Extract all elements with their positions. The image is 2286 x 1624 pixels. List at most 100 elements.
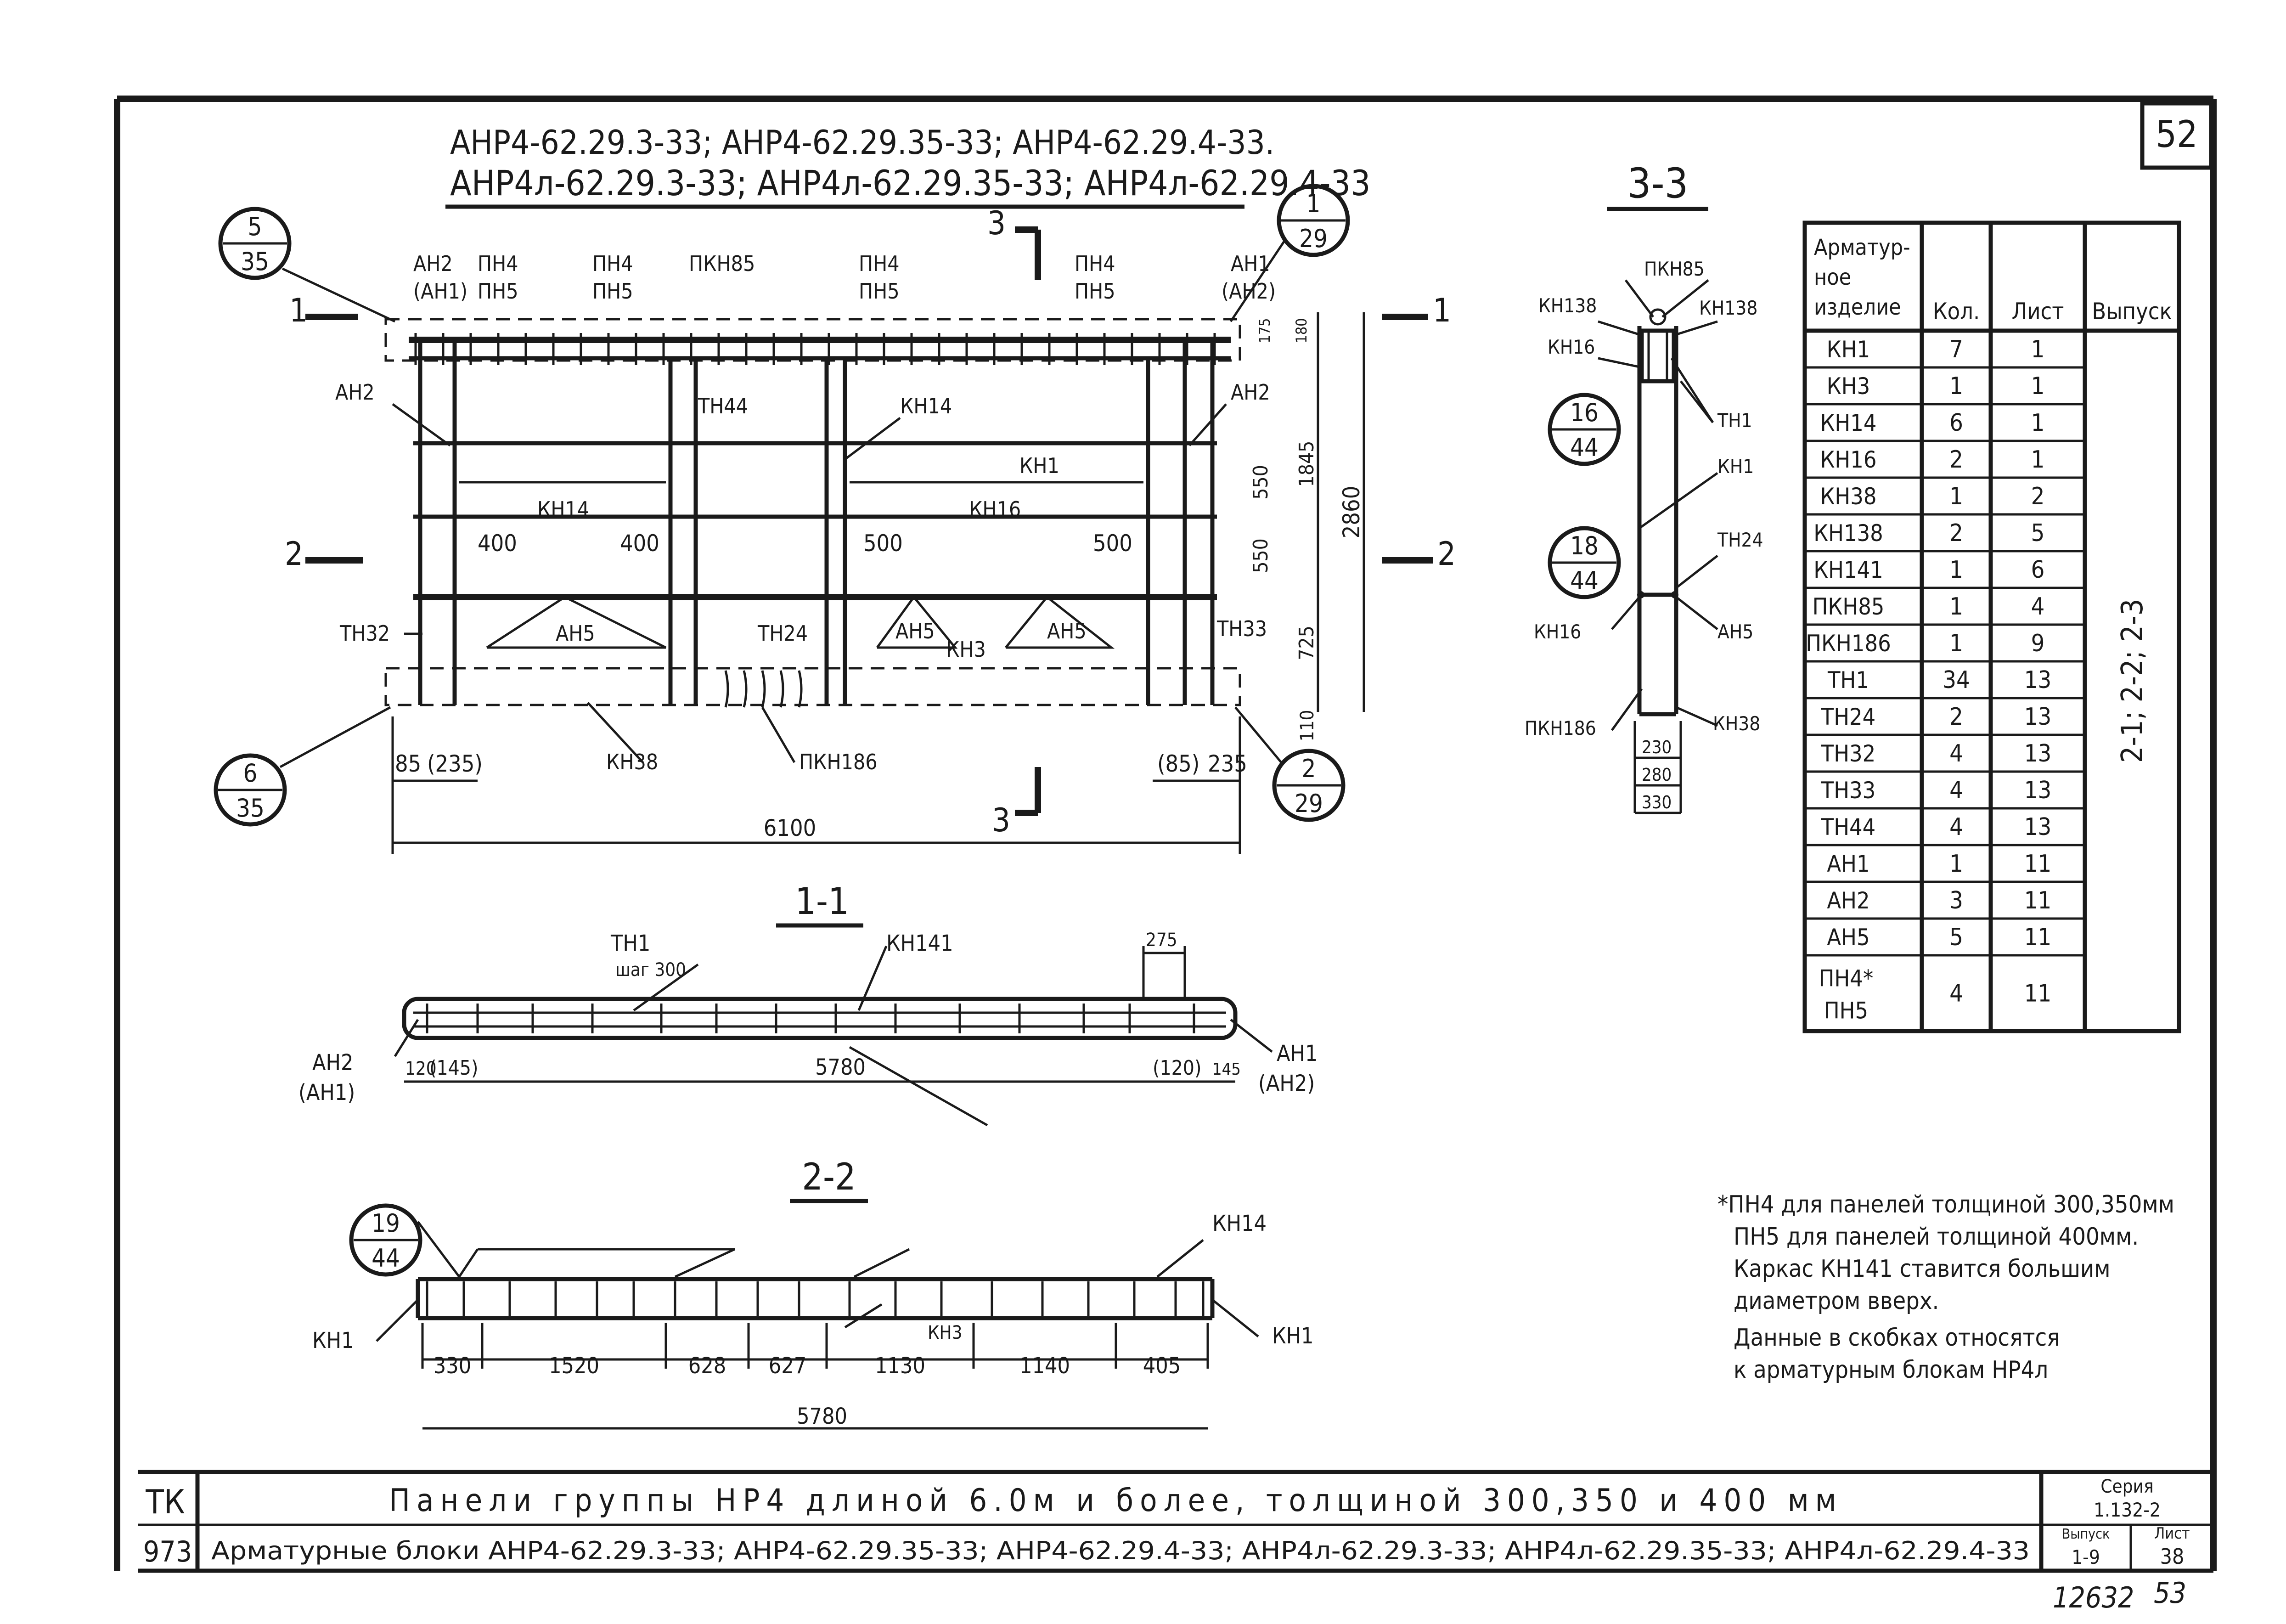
table-cell-item: АН1 [1827,851,1869,877]
plan-leaders [392,403,1227,763]
table-cell-sheet: 1 [2031,336,2045,363]
table-cell-sheet: 13 [2024,740,2052,767]
table-cell-qty: 2 [1949,519,1963,547]
dim-550a: 550 [1249,465,1273,500]
label-an2-top: АН2 [413,251,453,276]
label-an5-mid: АН5 [895,619,935,643]
s33-tn1: ТН1 [1717,409,1752,432]
callout-leader [1234,706,1282,763]
dim-total-height: 2860 [1338,486,1365,538]
note-line-5: Данные в скобках относятся [1734,1324,2060,1352]
callout-top: 5 [248,212,262,241]
label-kn14-left: КН14 [537,497,589,522]
callout-top: 18 [1570,531,1599,560]
sheet-frame [114,96,2217,1573]
callout-top: 19 [372,1209,400,1238]
table-cell-qty: 6 [1949,409,1963,437]
table-cell-item: КН38 [1820,483,1877,510]
s11-an1: АН1 [1277,1041,1318,1066]
top-strip [384,318,1241,362]
heading-line-1: АНР4-62.29.3-33; АНР4-62.29.35-33; АНР4-… [450,123,1274,162]
section-3-3-title: 3-3 [1627,159,1688,208]
tb-issue-label: Выпуск [2062,1526,2110,1542]
table-cell-item: ТН33 [1821,777,1876,804]
section-1-1-view [402,946,1238,1127]
table-cell-sheet: 13 [2024,813,2052,841]
callout-bottom: 29 [1295,789,1323,818]
section-2-2-labels: КН14 КН1 КН1 КН3 5780 [312,1211,1314,1429]
plan-view [384,318,1241,708]
table-header-cell: Кол. [1933,298,1980,325]
callout-top: 1 [1306,189,1321,218]
s11-d275: 275 [1146,930,1177,951]
section-1-1-labels: ТН1 шаг 300 КН141 275 АН2 (АН1) АН1 (АН2… [298,930,1318,1105]
s22-dim: 1520 [549,1353,599,1379]
s11-d120: 120 [405,1058,437,1079]
table-cell-qty: 34 [1943,666,1970,694]
s22-kn1-left: КН1 [312,1328,354,1353]
label-pn5-a: ПН5 [478,279,518,304]
callout-bottom: 44 [1570,566,1599,595]
tb-issue-value: 1-9 [2072,1546,2100,1568]
table-cell-sheet: 1 [2031,409,2045,437]
tb-series-value: 1.132-2 [2094,1499,2161,1521]
label-kn14-right: КН14 [900,394,952,418]
tb-series-label: Серия [2100,1476,2153,1497]
table-cell-qty: 1 [1949,483,1963,510]
plan-dimensions [391,312,1365,854]
s22-kn3: КН3 [928,1322,963,1343]
tb-subtitle: Арматурные блоки АНР4-62.29.3-33; АНР4-6… [211,1536,2030,1565]
label-pn4-c: ПН4 [859,251,900,276]
s11-an1-paren: (АН1) [298,1080,355,1105]
table-release-value: 2-1; 2-2; 2-3 [2116,599,2150,763]
table-cell-qty: 4 [1949,740,1963,767]
table-cell-sheet: 11 [2024,980,2052,1008]
note-line-4: диаметром вверх. [1734,1287,1939,1315]
s11-an2: АН2 [312,1050,353,1076]
dim-725: 725 [1295,626,1318,660]
s11-tn1: ТН1 [610,930,650,956]
table-cell-qty: 1 [1949,372,1963,400]
table-cell-sheet: 11 [2024,887,2052,914]
table-header-item: Арматур- [1814,235,1910,260]
section-3-3-view [1598,279,1718,814]
s11-d145-paren: (145) [429,1056,478,1080]
table-cell-qty: 5 [1949,924,1963,951]
s11-kn141: КН141 [886,930,953,956]
tb-sheet-label: Лист [2154,1524,2190,1543]
callout-circle: 229 [1272,749,1346,822]
callout-leader [282,267,396,323]
table-cell-item: КН141 [1813,557,1883,583]
table-cell-item: ТН24 [1821,704,1876,730]
table-cell-qty: 1 [1949,593,1963,620]
dim-1845: 1845 [1295,441,1318,487]
table-cell-sheet: 5 [2031,519,2045,547]
s22-length: 5780 [797,1404,847,1429]
table-cell-item: ПКН186 [1806,630,1891,657]
label-tn44: ТН44 [698,394,748,418]
table-cell-item: КН138 [1813,520,1883,547]
dim-right-off: 235 [1208,750,1247,777]
callout-bottom: 29 [1299,224,1328,253]
s33-pkn85: ПКН85 [1644,258,1705,280]
table-cell-item: КН1 [1827,336,1870,363]
table-cell-sheet: 11 [2024,924,2052,951]
s11-step: шаг 300 [615,959,686,981]
label-pn5-b: ПН5 [592,279,633,304]
label-an2-right: АН2 [1231,380,1270,405]
table-cell-item: ПКН85 [1813,593,1885,620]
table-cell-item: ПН5 [1824,998,1868,1024]
label-kn3: КН3 [946,637,986,662]
label-kn38: КН38 [606,750,658,774]
table-cell-qty: 1 [1949,630,1963,657]
s33-w330: 330 [1642,792,1672,812]
s33-tn24: ТН24 [1717,529,1763,551]
table-cell-sheet: 2 [2031,483,2045,510]
section-2-2-title: 2-2 [802,1156,856,1198]
s22-dim: 627 [769,1353,806,1379]
s33-kn138-right: КН138 [1699,297,1757,319]
table-cell-qty: 7 [1949,336,1963,363]
